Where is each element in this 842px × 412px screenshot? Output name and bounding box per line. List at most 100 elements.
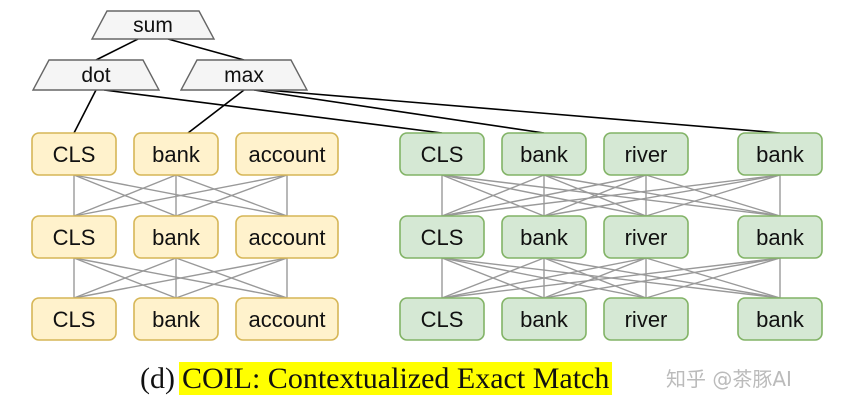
caption-title: COIL: Contextualized Exact Match [178, 362, 613, 395]
query-token-cls-L2: CLS [31, 215, 117, 259]
query-edge [73, 257, 288, 299]
doc-edge [441, 257, 781, 299]
doc-token-cls-L2-label: CLS [421, 225, 464, 250]
query-token-bank-L3: bank [133, 297, 219, 341]
watermark: 知乎 @茶豚AI [666, 367, 792, 391]
doc-token-bank2-L2-label: bank [756, 225, 805, 250]
doc-edge [543, 257, 781, 299]
query-token-cls-L1-label: CLS [53, 142, 96, 167]
sum-label: sum [133, 14, 173, 37]
query-token-cls-L2-box [31, 215, 117, 259]
doc-token-bank2-L1-label: bank [756, 142, 805, 167]
doc-edge [441, 257, 545, 299]
doc-edge [441, 174, 647, 217]
doc-token-bank-L1: bank [501, 132, 587, 176]
operator-nodes: sum dot max [31, 10, 309, 91]
doc-edge [645, 257, 781, 299]
doc-token-cls-L3: CLS [399, 297, 485, 341]
doc-edge [441, 174, 781, 217]
doc-token-bank-L2-box [501, 215, 587, 259]
doc-token-river-L2-box [603, 215, 689, 259]
doc-token-bank-L3-label: bank [520, 307, 569, 332]
query-token-bank-L1-box [133, 132, 219, 176]
query-token-account-L2-box [235, 215, 339, 259]
max-operator: max [179, 59, 309, 91]
doc-token-cls-L3-box [399, 297, 485, 341]
doc-token-river-L3: river [603, 297, 689, 341]
query-token-account-L2-label: account [248, 225, 325, 250]
query-edge [175, 257, 288, 299]
dot-shape [31, 59, 161, 91]
doc-token-river-L2: river [603, 215, 689, 259]
doc-token-bank2-L2-box [737, 215, 823, 259]
doc-edge [543, 174, 781, 217]
query-token-account-L2: account [235, 215, 339, 259]
query-edge [175, 174, 288, 217]
doc-token-bank2-L2: bank [737, 215, 823, 259]
query-token-account-L3-box [235, 297, 339, 341]
doc-edge [543, 257, 647, 299]
query-token-cls-L1: CLS [31, 132, 117, 176]
doc-token-bank-L1-box [501, 132, 587, 176]
query-token-cls-L1-box [31, 132, 117, 176]
query-token-bank-L2-box [133, 215, 219, 259]
query-token-cls-L2-label: CLS [53, 225, 96, 250]
figure-caption: (d)COIL: Contextualized Exact Match [140, 356, 740, 402]
doc-token-river-L3-label: river [625, 307, 668, 332]
layer-connections [73, 174, 781, 299]
doc-token-river-L2-label: river [625, 225, 668, 250]
query-edge [73, 174, 288, 217]
doc-token-bank-L2: bank [501, 215, 587, 259]
doc-token-river-L1: river [603, 132, 689, 176]
doc-token-bank2-L1-box [737, 132, 823, 176]
doc-token-bank-L3-box [501, 297, 587, 341]
doc-token-cls-L1-box [399, 132, 485, 176]
doc-edge [543, 174, 647, 217]
sum-max-link [167, 38, 245, 61]
dot-query-cls-link [73, 89, 97, 134]
query-token-account-L1-label: account [248, 142, 325, 167]
query-token-account-L3-label: account [248, 307, 325, 332]
doc-token-bank2-L3-label: bank [756, 307, 805, 332]
query-token-account-L1-box [235, 132, 339, 176]
doc-token-bank2-L3-box [737, 297, 823, 341]
dot-operator: dot [31, 59, 161, 91]
query-token-cls-L3: CLS [31, 297, 117, 341]
doc-edge [441, 257, 647, 299]
operator-links [73, 38, 781, 134]
max-query-bank-link [187, 89, 245, 134]
query-token-bank-L1-label: bank [152, 142, 201, 167]
doc-edge [441, 174, 545, 217]
doc-token-bank2-L1: bank [737, 132, 823, 176]
query-token-bank-L2: bank [133, 215, 219, 259]
doc-token-bank-L1-label: bank [520, 142, 569, 167]
doc-edge [645, 174, 781, 217]
sum-shape [90, 10, 216, 40]
query-edge [73, 174, 177, 217]
query-token-account-L3: account [235, 297, 339, 341]
doc-token-cls-L1: CLS [399, 132, 485, 176]
sum-operator: sum [90, 10, 216, 40]
dot-label: dot [81, 64, 110, 87]
doc-token-river-L1-box [603, 132, 689, 176]
query-token-account-L1: account [235, 132, 339, 176]
dot-doc-cls-link [103, 89, 443, 134]
query-token-bank-L3-box [133, 297, 219, 341]
doc-token-bank2-L3: bank [737, 297, 823, 341]
max-label: max [224, 64, 264, 87]
query-token-bank-L1: bank [133, 132, 219, 176]
sum-dot-link [95, 38, 139, 61]
doc-token-cls-L2-box [399, 215, 485, 259]
max-doc-bank2-link [265, 89, 781, 134]
query-edge [73, 257, 177, 299]
caption-prefix: (d) [140, 362, 175, 395]
doc-token-cls-L3-label: CLS [421, 307, 464, 332]
max-shape [179, 59, 309, 91]
query-token-bank-L3-label: bank [152, 307, 201, 332]
doc-token-river-L1-label: river [625, 142, 668, 167]
query-token-cls-L3-label: CLS [53, 307, 96, 332]
query-token-cls-L3-box [31, 297, 117, 341]
doc-token-river-L3-box [603, 297, 689, 341]
max-doc-bank1-link [253, 89, 545, 134]
